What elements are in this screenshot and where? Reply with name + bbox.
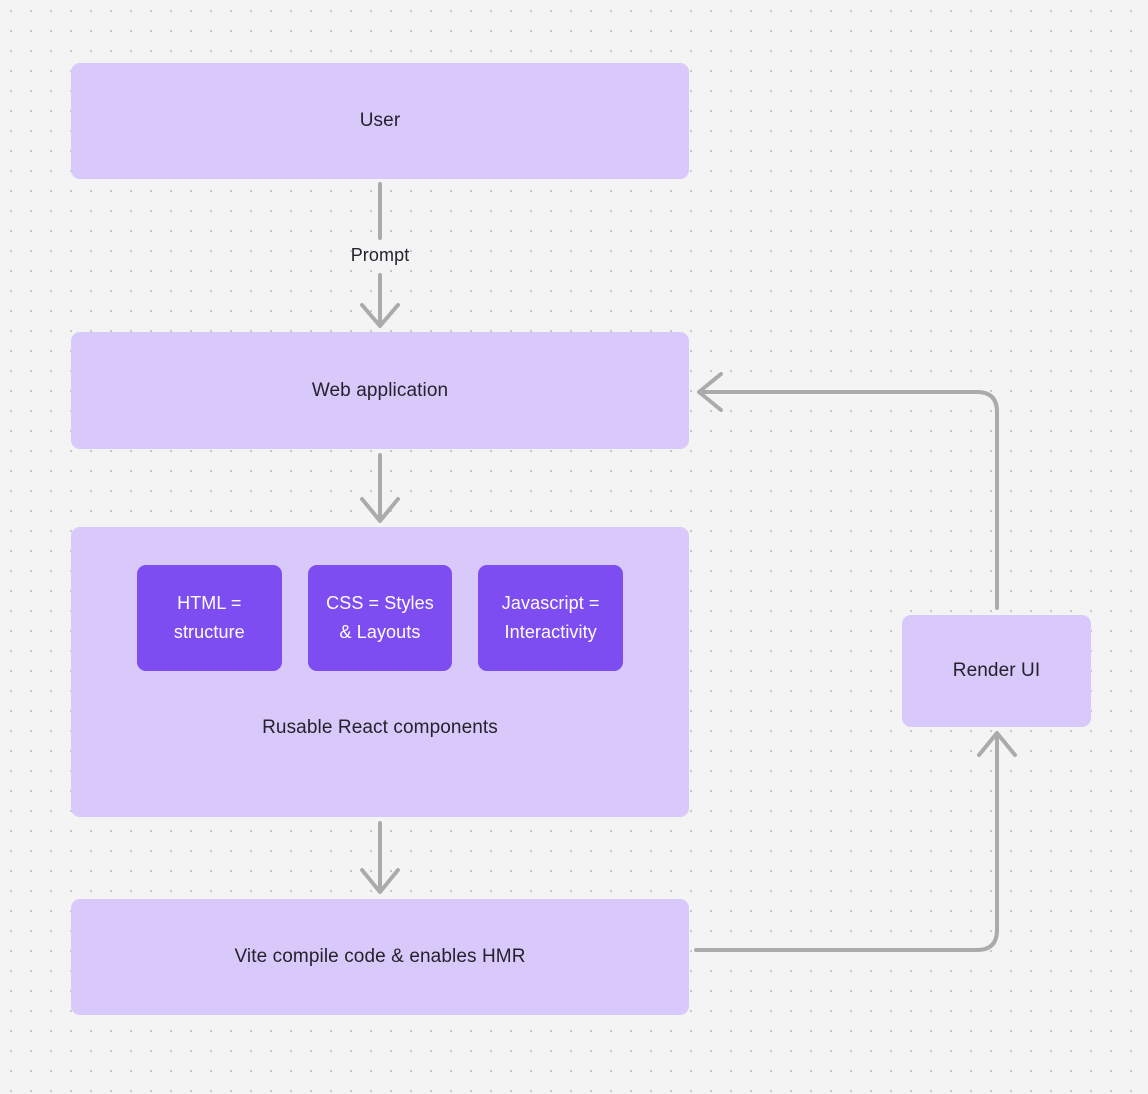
node-user-label: User bbox=[359, 110, 401, 132]
node-render-ui-label: Render UI bbox=[952, 660, 1041, 682]
edge-webapp-to-components bbox=[360, 453, 400, 523]
subnode-css-label: CSS = Styles & Layouts bbox=[326, 589, 434, 647]
node-vite[interactable]: Vite compile code & enables HMR bbox=[71, 899, 689, 1015]
node-vite-label: Vite compile code & enables HMR bbox=[234, 946, 526, 968]
node-web-application[interactable]: Web application bbox=[71, 332, 689, 449]
subnode-javascript-label: Javascript = Interactivity bbox=[502, 589, 600, 647]
subnode-html-line-2: structure bbox=[173, 622, 245, 642]
node-reusable-react-components-caption: Rusable React components bbox=[262, 717, 498, 738]
subnode-css-line-2: & Layouts bbox=[339, 622, 421, 642]
edge-render-to-webapp bbox=[697, 372, 999, 610]
subnode-html-label: HTML = structure bbox=[174, 589, 245, 647]
subnode-html-line-1: HTML = bbox=[177, 593, 242, 614]
edge-label-prompt: Prompt bbox=[350, 245, 410, 265]
node-web-application-label: Web application bbox=[311, 379, 449, 401]
subnode-javascript-line-1: Javascript = bbox=[501, 593, 600, 614]
edge-vite-to-render bbox=[694, 731, 1017, 952]
subnode-css-line-1: CSS = Styles bbox=[326, 593, 434, 614]
subnode-javascript-line-2: Interactivity bbox=[504, 622, 597, 642]
node-render-ui[interactable]: Render UI bbox=[902, 615, 1091, 727]
subnode-row: HTML = structure CSS = Styles & Layouts … bbox=[137, 565, 624, 671]
subnode-css[interactable]: CSS = Styles & Layouts bbox=[307, 565, 453, 671]
edge-components-to-vite bbox=[360, 821, 400, 894]
subnode-html[interactable]: HTML = structure bbox=[137, 565, 282, 671]
subnode-javascript[interactable]: Javascript = Interactivity bbox=[478, 565, 624, 671]
node-user[interactable]: User bbox=[71, 63, 689, 179]
node-reusable-react-components[interactable]: HTML = structure CSS = Styles & Layouts … bbox=[71, 527, 689, 817]
